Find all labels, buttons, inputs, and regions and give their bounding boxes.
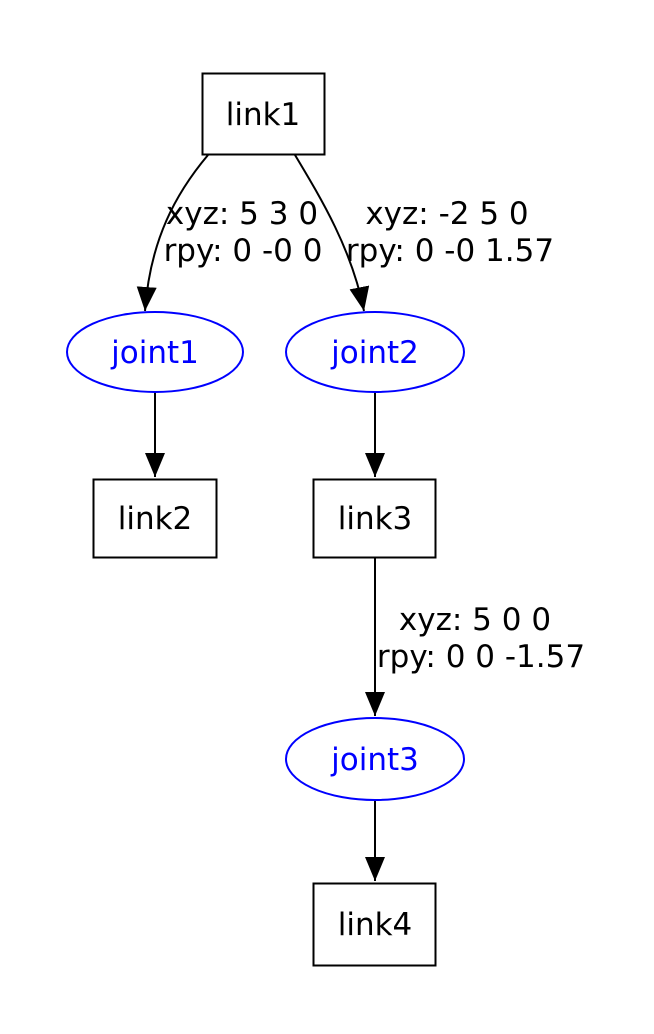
node-joint1-ellipse [66,311,244,393]
edge-label-link1-joint2-xyz: xyz: -2 5 0 [365,196,528,232]
node-link4-box [312,882,437,967]
node-joint1-label: joint1 [110,335,199,371]
node-link3-label: link3 [338,501,413,537]
node-link4-label: link4 [338,907,413,943]
node-joint2-ellipse [285,311,465,393]
node-joint3-label: joint3 [330,742,419,778]
node-link3-box [312,478,437,559]
node-joint2-label: joint2 [330,335,419,371]
edge-label-link3-joint3-rpy: rpy: 0 0 -1.57 [377,639,585,675]
edge-label-link1-joint1-xyz: xyz: 5 3 0 [166,196,318,232]
edge-link1-joint2 [294,154,370,312]
node-link2-box [92,478,218,559]
node-link1: link1 [201,72,326,156]
node-link2-label: link2 [118,501,193,537]
node-link1-label: link1 [226,97,301,133]
node-joint3: joint3 [285,717,465,801]
edge-label-link1-joint1-rpy: rpy: 0 -0 0 [164,233,323,269]
node-joint2: joint2 [285,311,465,393]
edge-label-link1-joint2-rpy: rpy: 0 -0 1.57 [346,233,554,269]
node-joint3-ellipse [285,717,465,801]
node-joint1: joint1 [66,311,244,393]
edge-label-link3-joint3-xyz: xyz: 5 0 0 [399,602,551,638]
edge-label-group: xyz: 5 3 0 rpy: 0 -0 0 xyz: -2 5 0 rpy: … [164,196,586,675]
node-link1-box [201,72,326,156]
node-link2: link2 [92,478,218,559]
node-link3: link3 [312,478,437,559]
edge-group [136,154,385,881]
node-link4: link4 [312,882,437,967]
edge-link1-joint1 [136,154,209,312]
